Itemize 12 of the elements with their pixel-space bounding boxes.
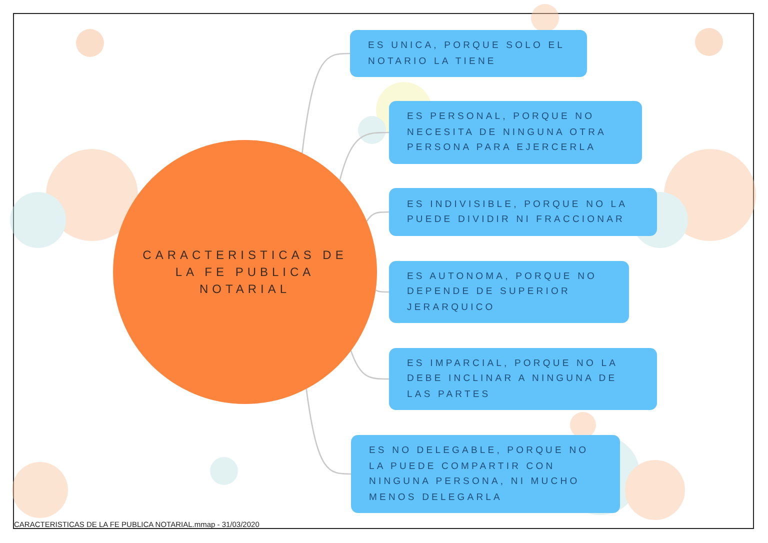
topic-box: ES AUTONOMA, PORQUE NO DEPENDE DE SUPERIOR JERARQUICO	[389, 261, 629, 323]
connector-line	[302, 52, 350, 154]
connector-line	[339, 132, 389, 180]
connector-line	[375, 290, 389, 293]
topic-box: ES NO DELEGABLE, PORQUE NO LA PUEDE COMPARTIR CON NINGUNA PERSONA, NI MUCHO MENOS DELEGARLA	[351, 435, 620, 513]
topic-box: ES IMPARCIAL, PORQUE NO LA DEBE INCLINAR A NINGUNA DE LAS PARTES	[389, 348, 657, 410]
connector-line	[306, 388, 351, 475]
connector-line	[366, 211, 389, 222]
topic-box: ES UNICA, PORQUE SOLO EL NOTARIO LA TIENE	[350, 30, 587, 77]
topic-box: ES PERSONAL, PORQUE NO NECESITA DE NINGUNA OTRA PERSONA PARA EJERCERLA	[389, 101, 642, 164]
connector-line	[350, 350, 389, 380]
topic-box: ES INDIVISIBLE, PORQUE NO LA PUEDE DIVIDIR NI FRACCIONAR	[389, 188, 657, 236]
